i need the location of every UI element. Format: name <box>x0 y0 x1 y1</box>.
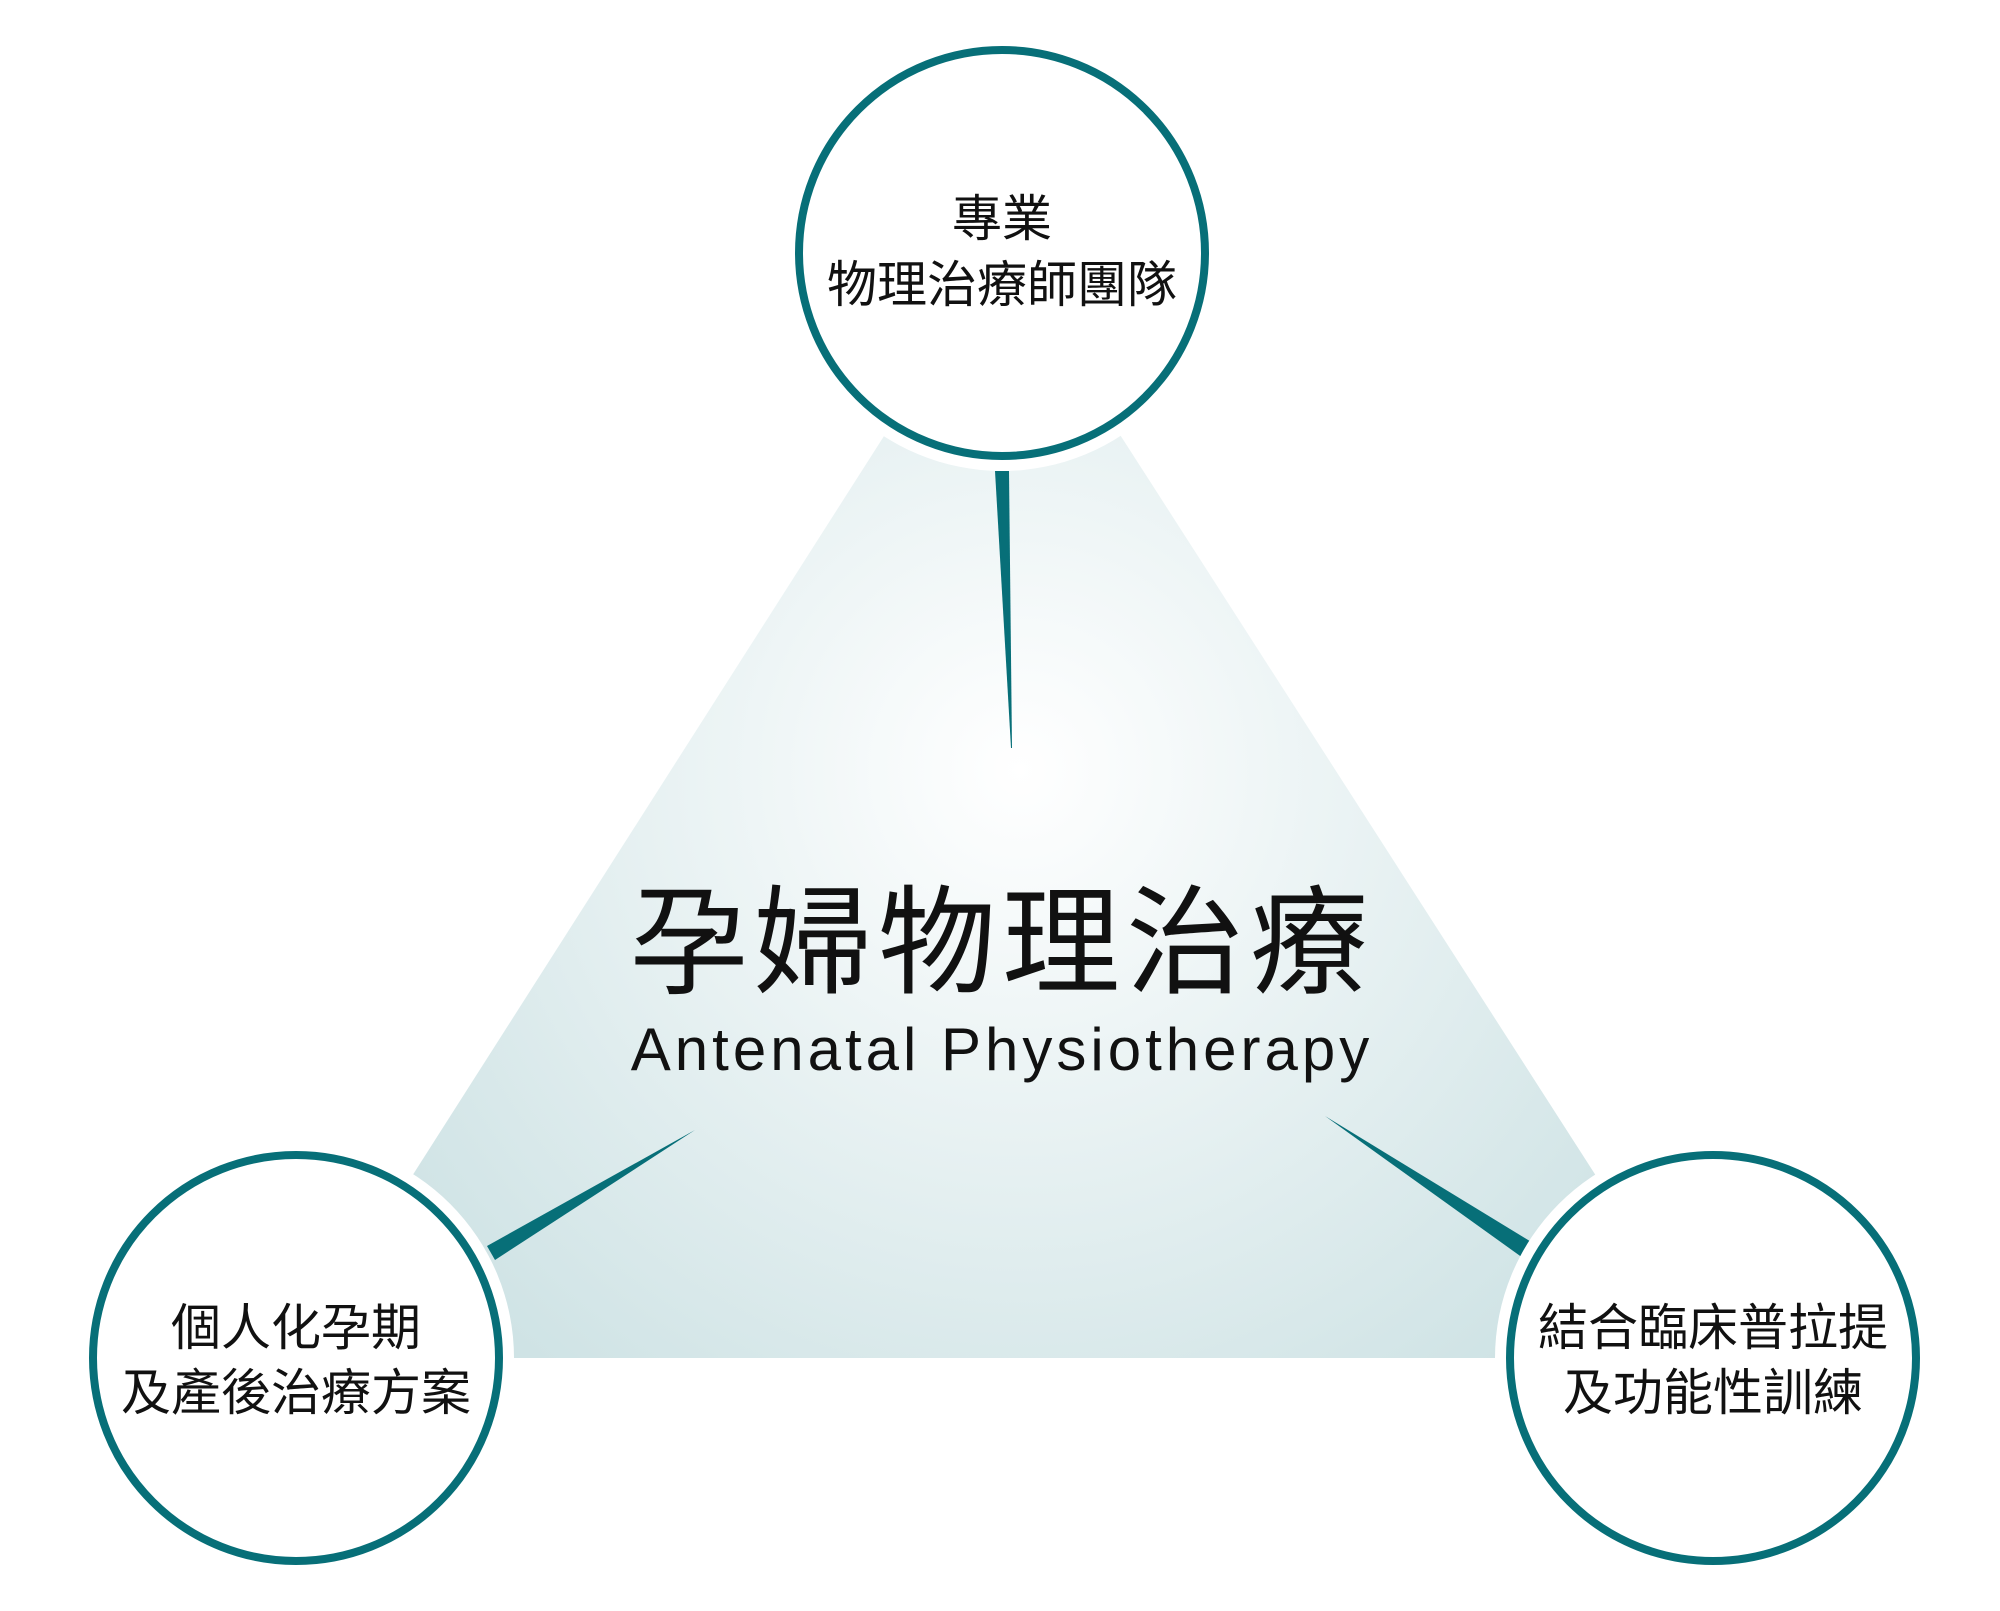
node-top: 專業 物理治療師團隊 <box>784 35 1220 471</box>
node-left: 個人化孕期 及產後治療方案 <box>78 1140 514 1576</box>
node-right-line2: 及功能性訓練 <box>1563 1364 1863 1422</box>
main-title: 孕婦物理治療 <box>630 874 1374 1012</box>
node-top-line1: 專業 <box>952 190 1052 248</box>
spike-top <box>995 471 1012 748</box>
node-left-line2: 及產後治療方案 <box>121 1364 471 1422</box>
spike-right <box>1325 1116 1533 1258</box>
triangle-background <box>296 251 1713 1358</box>
node-right-line1: 結合臨床普拉提 <box>1538 1299 1888 1357</box>
spike-left <box>487 1130 695 1260</box>
node-left-line1: 個人化孕期 <box>171 1299 421 1357</box>
main-subtitle: Antenatal Physiotherapy <box>631 1016 1373 1083</box>
node-right: 結合臨床普拉提 及功能性訓練 <box>1495 1140 1931 1576</box>
node-top-line2: 物理治療師團隊 <box>827 256 1177 314</box>
